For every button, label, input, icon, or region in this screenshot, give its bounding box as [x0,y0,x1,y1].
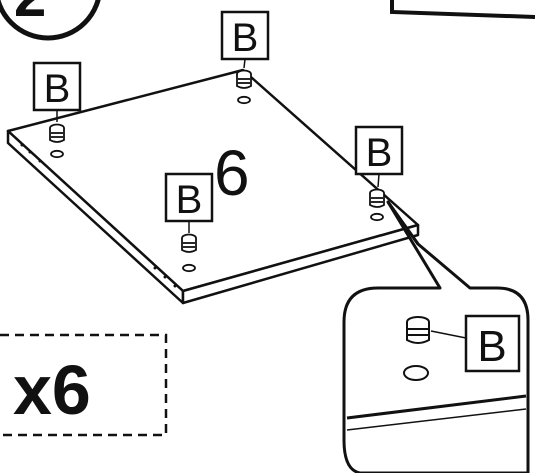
part-callout-4: B [354,125,404,188]
cam-fitting-3 [181,233,197,253]
part-callout-2: B [220,10,270,69]
previous-panel-frame [390,0,535,19]
callout-label: B [366,131,393,175]
callout-label: B [176,178,203,222]
cam-fitting-2 [236,69,252,89]
zoom-cam-fitting [406,316,430,344]
cam-lock-fittings [49,69,385,253]
part-callout-3: B [164,172,214,233]
edge-holes [20,143,177,288]
cam-holes [50,95,384,273]
zoom-detail-callout: B [342,200,530,473]
step-badge: 2 [0,0,101,41]
part-callout-1: B [32,61,82,122]
callout-label: B [232,16,259,60]
callout-label: B [44,67,71,111]
step-number: 2 [14,0,46,29]
quantity-label: x6 [13,351,91,429]
cam-fitting-4 [369,188,385,208]
quantity-box: x6 [0,333,168,437]
zoom-callout-label: B [477,322,506,371]
panel-number-label: 6 [214,137,250,209]
cam-fitting-1 [49,123,65,143]
